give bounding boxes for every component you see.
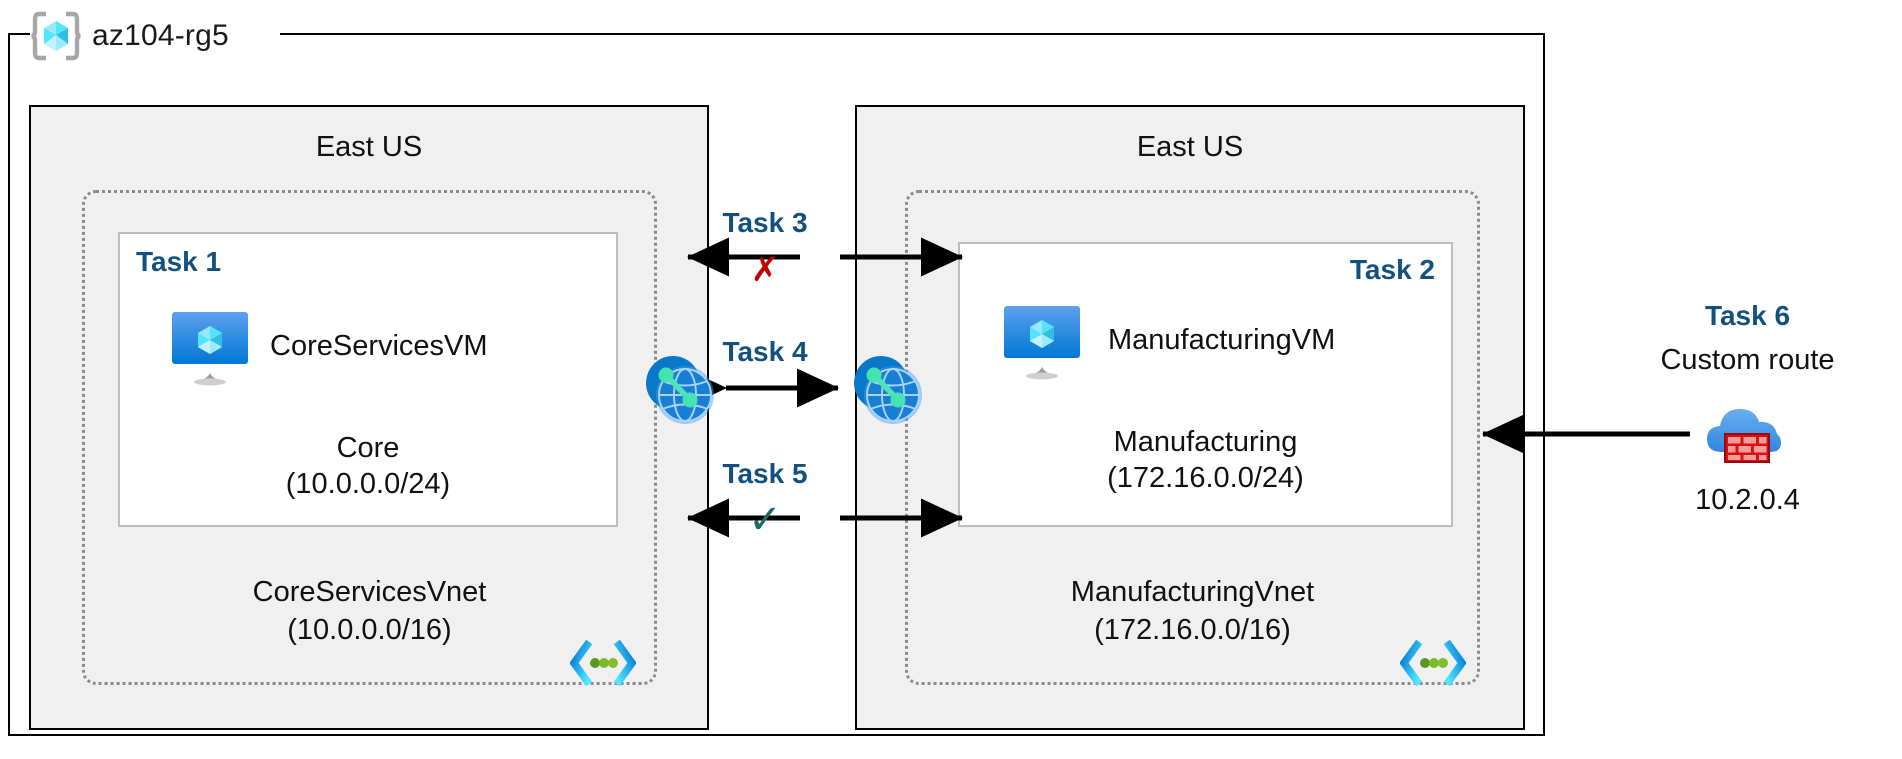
vnet-name-core: CoreServicesVnet [252,576,487,608]
task-label-4: Task 4 [722,336,808,367]
virtual-machine-icon-core [166,306,254,386]
subnet-name-manufacturing: Manufacturing [1113,426,1298,458]
vnet-box-manufacturing [905,190,1480,685]
resource-group-name: az104-rg5 [92,19,229,52]
vnet-icon-core [569,639,637,687]
status-blocked-icon: ✗ [750,251,780,289]
task-label-5: Task 5 [722,458,808,489]
subnet-box-core: Task 1 [118,232,618,527]
resource-group-header: az104-rg5 [30,6,239,66]
task-label-2: Task 2 [1349,254,1435,285]
vnet-peering-icon-left [640,350,718,428]
subnet-box-manufacturing: Task 2 [958,242,1453,527]
task-label-1: Task 1 [136,246,222,277]
vnet-cidr-manufacturing: (172.16.0.0/16) [1094,614,1291,646]
azure-firewall-icon [1700,396,1792,468]
vnet-box-core [82,190,657,685]
region-label-left: East US [315,131,423,163]
task-label-6: Task 6 [1704,300,1791,331]
vnet-peering-icon-right [848,350,926,428]
azure-resource-group-icon [30,10,82,62]
vnet-name-manufacturing: ManufacturingVnet [1070,576,1315,608]
vm-name-core: CoreServicesVM [270,330,488,362]
custom-route-title: Custom route [1660,344,1835,376]
virtual-machine-icon-manufacturing [998,300,1086,380]
subnet-name-core: Core [336,432,400,464]
subnet-cidr-manufacturing: (172.16.0.0/24) [1107,462,1304,494]
subnet-cidr-core: (10.0.0.0/24) [285,468,451,500]
vm-name-manufacturing: ManufacturingVM [1108,324,1336,356]
vnet-icon-manufacturing [1399,639,1467,687]
vnet-cidr-core: (10.0.0.0/16) [287,614,452,646]
resource-group-frame [8,33,1545,736]
status-allowed-icon: ✓ [748,498,782,542]
task-label-3: Task 3 [722,207,808,238]
region-label-right: East US [1136,131,1244,163]
firewall-ip-label: 10.2.0.4 [1695,484,1800,516]
